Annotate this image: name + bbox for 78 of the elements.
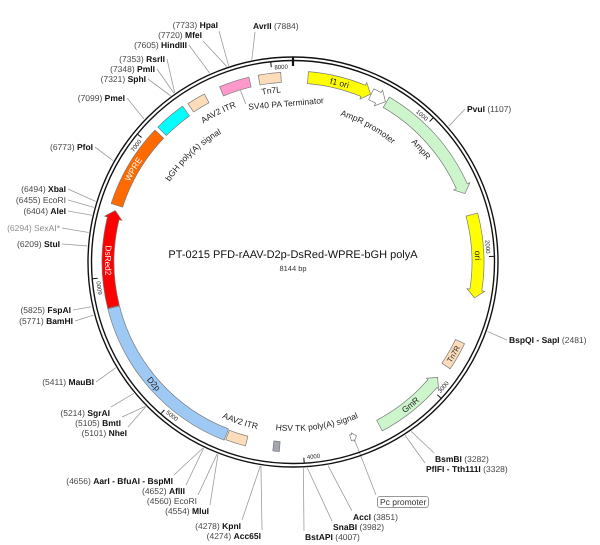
leader-line <box>210 454 218 506</box>
restriction-site-label: BspQI - SapI (2481) <box>509 335 586 345</box>
leader-line <box>198 454 218 496</box>
leader-line <box>62 228 90 233</box>
feature-label: SV40 PA Terminator <box>248 95 324 112</box>
feature-box <box>219 76 252 96</box>
restriction-site-label: PvuI (1107) <box>467 104 512 114</box>
feature-label: ori <box>472 250 484 260</box>
leader-line <box>122 406 146 418</box>
restriction-site-label: (4560) EcoRI <box>146 496 197 506</box>
restriction-site-label: (7099) PmeI <box>78 93 125 103</box>
restriction-site-label: (5105) BmtI <box>75 418 121 428</box>
leader-line <box>306 468 332 522</box>
restriction-site-label: (5101) NheI <box>82 428 127 438</box>
restriction-site-label: AvrII (7884) <box>253 21 299 31</box>
restriction-site-label: (7353) RsrII <box>119 54 165 64</box>
leader-line <box>218 30 230 66</box>
restriction-site-label: (7348) PmlI <box>110 64 155 74</box>
restriction-site-label: (6773) PfoI <box>50 142 93 152</box>
restriction-site-label: PflFI - Tth111I (3328) <box>426 464 508 474</box>
restriction-site-label: SnaBI (3982) <box>333 522 384 532</box>
leader-line <box>302 468 304 532</box>
leader-line <box>188 44 210 74</box>
leader-line <box>410 430 434 454</box>
leader-line <box>202 40 228 67</box>
restriction-site-label: (5214) SgrAI <box>60 408 110 418</box>
restriction-site-label: (5411) MauBI <box>42 377 94 387</box>
leader-line <box>156 68 174 94</box>
feature-label: AAV2 ITR <box>221 410 260 432</box>
restriction-site-label: (7321) SphI <box>100 74 146 84</box>
restriction-site-label: BstAPI (4007) <box>305 532 360 542</box>
restriction-site-label: (6294) SexAI* <box>7 223 60 233</box>
leader-line <box>354 440 376 496</box>
restriction-site-label: (5771) BamHI <box>19 316 73 326</box>
leader-line <box>94 146 114 162</box>
restriction-site-label: (4554) MluI <box>165 506 209 516</box>
restriction-site-label: (4274) Acc65I <box>206 531 261 541</box>
restriction-site-label: AccI (3851) <box>353 512 398 522</box>
restriction-site-label: (4278) KpnI <box>195 521 241 531</box>
leader-line <box>251 32 256 60</box>
feature-label: f1 ori <box>329 76 350 90</box>
leader-line <box>404 435 426 464</box>
leader-line <box>128 406 146 428</box>
leader-line <box>166 58 176 94</box>
leader-line <box>110 393 134 408</box>
leader-line <box>242 466 261 520</box>
restriction-site-label: (6455) EcoRI <box>16 195 66 205</box>
leader-line <box>96 367 116 382</box>
restriction-site-label: (7605) HindIII <box>134 40 187 50</box>
feature-label: Pc promoter <box>377 496 430 508</box>
restriction-site-label: (6209) StuI <box>17 239 60 249</box>
leader-line <box>448 108 466 127</box>
leader-line <box>260 466 262 530</box>
directional-feature <box>349 432 357 442</box>
plasmid-title: PT-0215 PFD-rAAV-D2p-DsRed-WPRE-bGH polyA <box>168 248 418 262</box>
restriction-site-label: (6494) XbaI <box>21 184 66 194</box>
leader-line <box>487 331 508 340</box>
leader-line <box>186 448 204 486</box>
leader-line <box>126 98 144 120</box>
leader-line <box>174 447 204 476</box>
restriction-site-label: (4652) AflII <box>142 486 185 496</box>
feature-label: Tn7L <box>260 84 282 97</box>
restriction-site-label: (4656) AarI - BfuAI - BspMI <box>66 476 173 486</box>
leader-line <box>62 244 88 246</box>
feature-label: HSV TK poly(A) signal <box>275 410 360 433</box>
leader-line <box>68 200 94 208</box>
restriction-site-label: BsmBI (3282) <box>435 454 489 464</box>
leader-line <box>328 465 352 512</box>
leader-line <box>72 306 92 310</box>
restriction-site-label: (7720) MfeI <box>158 30 202 40</box>
leader-line <box>240 90 246 105</box>
leader-line <box>68 210 92 216</box>
leader-line <box>68 188 96 202</box>
restriction-site-label: (6404) AleI <box>23 206 66 216</box>
restriction-site-label: (5825) FspAI <box>20 305 71 315</box>
leader-line <box>74 314 94 322</box>
leader-line <box>148 78 171 96</box>
restriction-site-label: (7733) HpaI <box>172 20 218 30</box>
